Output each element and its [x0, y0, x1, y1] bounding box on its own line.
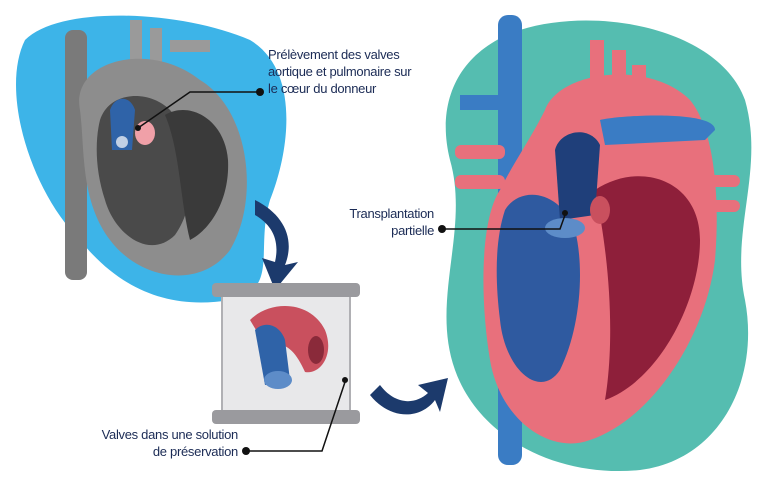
leader-dots — [135, 88, 568, 455]
label-line: le cœur du donneur — [268, 81, 377, 96]
donor-valves-label: Prélèvement des valves aortique et pulmo… — [268, 46, 412, 97]
label-line: Valves dans une solution — [101, 427, 239, 442]
label-line: de préservation — [152, 444, 238, 459]
preservation-label: Valves dans une solution de préservation — [101, 426, 239, 460]
label-line: partielle — [391, 223, 434, 238]
label-line: aortique et pulmonaire sur — [268, 64, 412, 79]
partial-transplant-label: Transplantation partielle — [349, 205, 434, 239]
leader-lines — [137, 91, 566, 452]
label-line: Prélèvement des valves — [268, 47, 400, 62]
recipient-heart — [455, 15, 740, 465]
preservation-jar — [212, 283, 360, 424]
arrow-down-icon — [255, 200, 298, 290]
label-line: Transplantation — [349, 206, 434, 221]
arrow-right-icon — [370, 378, 448, 415]
donor-heart — [65, 20, 247, 280]
